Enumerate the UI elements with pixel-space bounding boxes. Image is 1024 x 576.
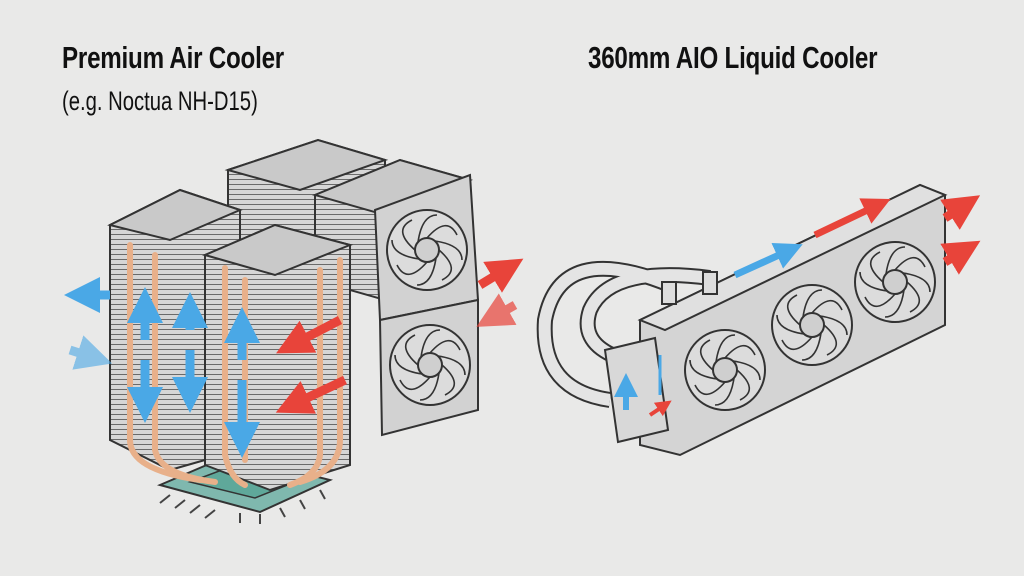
fan-icon — [389, 324, 471, 406]
air-cooler — [64, 138, 524, 524]
radiator — [637, 183, 948, 457]
cool-air-arrows — [64, 277, 260, 458]
pump-block — [603, 336, 672, 444]
air-cooler-title: Premium Air Cooler — [62, 40, 284, 75]
tubes-inner — [538, 262, 711, 406]
fan-icon — [684, 329, 766, 411]
fan-icon — [386, 209, 468, 291]
aio-cooler — [536, 183, 981, 457]
fan-pair — [373, 173, 480, 437]
fan-icon — [771, 284, 853, 366]
air-cooler-subtitle: (e.g. Noctua NH-D15) — [62, 86, 258, 116]
hot-air-arrows — [275, 258, 524, 414]
fan-icon — [854, 241, 936, 323]
exhaust-arrows — [940, 195, 981, 275]
aio-cooler-title: 360mm AIO Liquid Cooler — [588, 40, 878, 75]
coolant-flow-arrows — [733, 198, 891, 279]
